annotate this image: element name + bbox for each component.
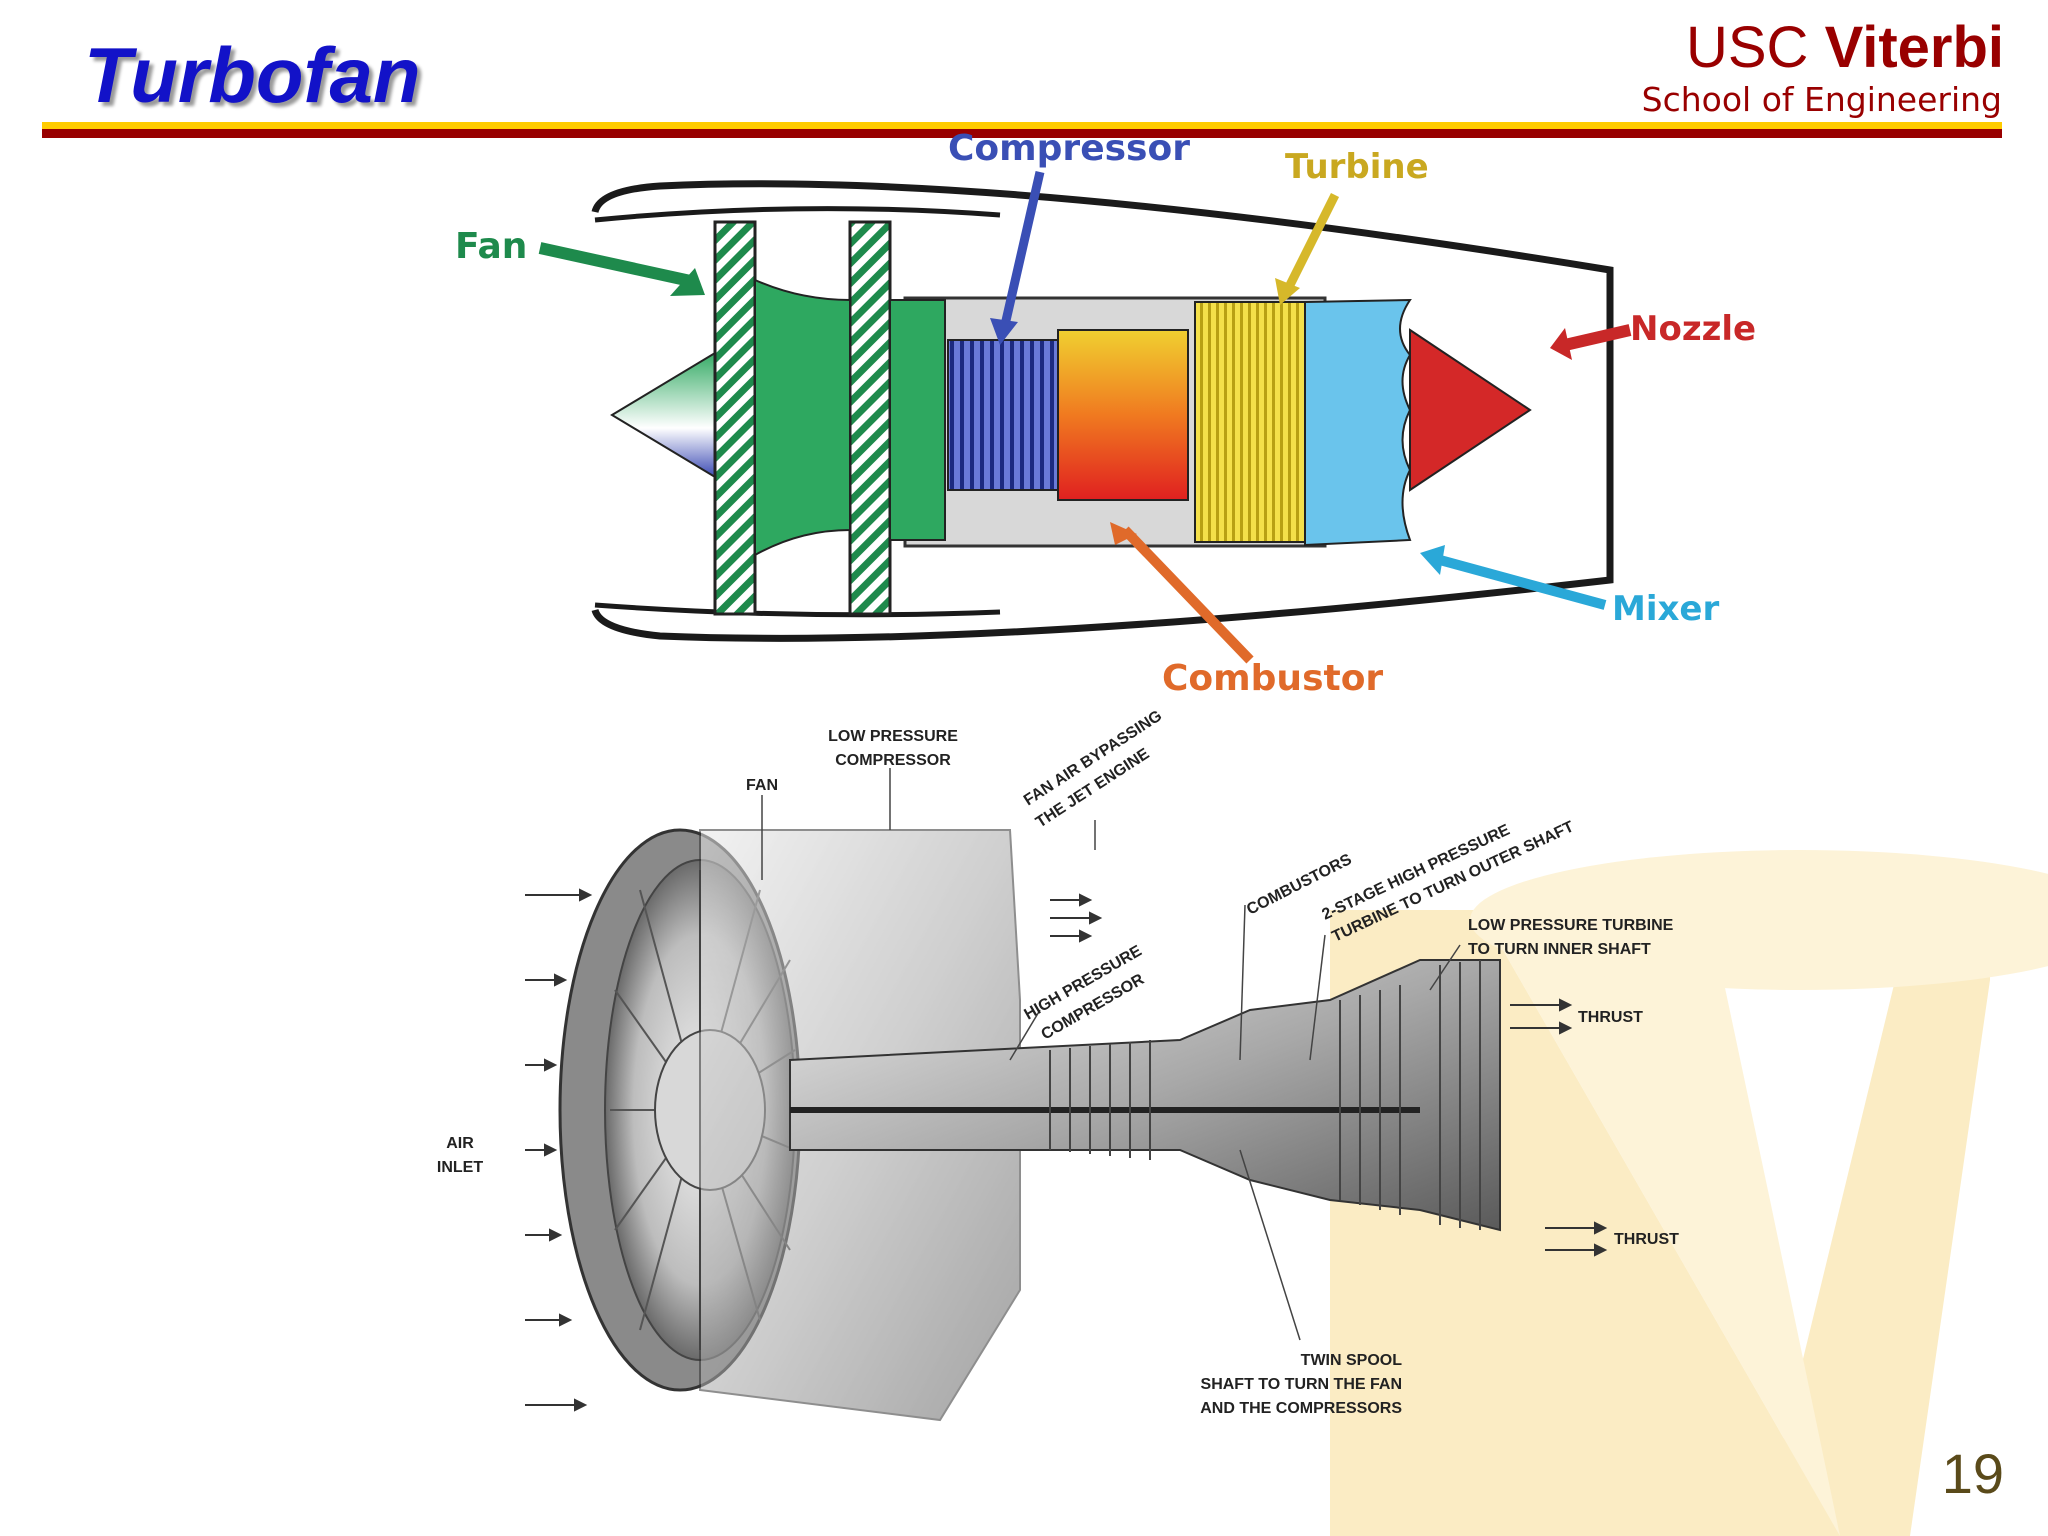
logo-usc: USC bbox=[1685, 15, 1825, 80]
label-lpt-line1: LOW PRESSURE TURBINE bbox=[1468, 917, 1674, 934]
label-turbine: Turbine bbox=[1285, 147, 1429, 187]
lp-hub bbox=[889, 299, 946, 541]
title-rule-cardinal bbox=[42, 129, 2002, 138]
label-nozzle: Nozzle bbox=[1630, 309, 1756, 349]
label-lpc-line2: COMPRESSOR bbox=[835, 752, 951, 769]
mixer-arrow bbox=[1438, 555, 1607, 610]
fan-arrow bbox=[538, 242, 697, 288]
logo-school-of-engineering: School of Engineering bbox=[1641, 80, 2002, 119]
label-spool-line3: AND THE COMPRESSORS bbox=[1200, 1400, 1402, 1417]
watermark-swoosh bbox=[1470, 850, 2048, 990]
fan-hub bbox=[754, 278, 851, 557]
label-mixer: Mixer bbox=[1612, 589, 1719, 629]
core-engine bbox=[789, 959, 1501, 1232]
nozzle-plug bbox=[1409, 328, 1532, 492]
inlet-arrows bbox=[525, 888, 1608, 1412]
turbine-arrow bbox=[1285, 192, 1340, 288]
nacelle-bottom-inner bbox=[594, 602, 1001, 618]
slide-title: Turbofan bbox=[84, 31, 421, 119]
compressor-blades bbox=[947, 339, 1059, 491]
label-fan-cutaway: FAN bbox=[746, 777, 778, 794]
watermark-right-stroke bbox=[1760, 940, 1990, 1536]
label-lpt-line2: TO TURN INNER SHAFT bbox=[1468, 941, 1651, 958]
label-thrust-bottom: THRUST bbox=[1614, 1231, 1679, 1248]
usc-viterbi-logo: USC Viterbi bbox=[1686, 14, 2004, 81]
core-stages bbox=[1049, 960, 1481, 1230]
leader-lines bbox=[761, 768, 1461, 1341]
title-rule-gold bbox=[42, 122, 2002, 129]
label-lpc-line1: LOW PRESSURE bbox=[828, 728, 958, 745]
label-combustor: Combustor bbox=[1162, 658, 1383, 699]
logo-viterbi: Viterbi bbox=[1824, 15, 2004, 80]
label-spool-line2: SHAFT TO TURN THE FAN bbox=[1201, 1376, 1402, 1393]
page-number: 19 bbox=[1941, 1442, 2004, 1505]
label-compressor: Compressor bbox=[948, 128, 1190, 169]
label-thrust-top: THRUST bbox=[1578, 1009, 1643, 1026]
label-air-inlet-line2: INLET bbox=[437, 1159, 483, 1176]
combustor-arrow bbox=[1121, 526, 1254, 664]
label-spool-line1: TWIN SPOOL bbox=[1301, 1352, 1403, 1369]
nozzle-arrow bbox=[1563, 324, 1632, 351]
combustor-chamber bbox=[1057, 329, 1189, 501]
turbine-blades bbox=[1194, 301, 1306, 543]
watermark-shade bbox=[1480, 870, 1840, 1536]
label-air-inlet-line1: AIR bbox=[446, 1135, 474, 1152]
compressor-arrow bbox=[1000, 170, 1045, 327]
label-fan: Fan bbox=[455, 226, 527, 267]
mixer-lobes bbox=[1304, 298, 1412, 547]
nacelle-outline bbox=[591, 180, 1614, 642]
nacelle-top-inner bbox=[594, 206, 1001, 223]
